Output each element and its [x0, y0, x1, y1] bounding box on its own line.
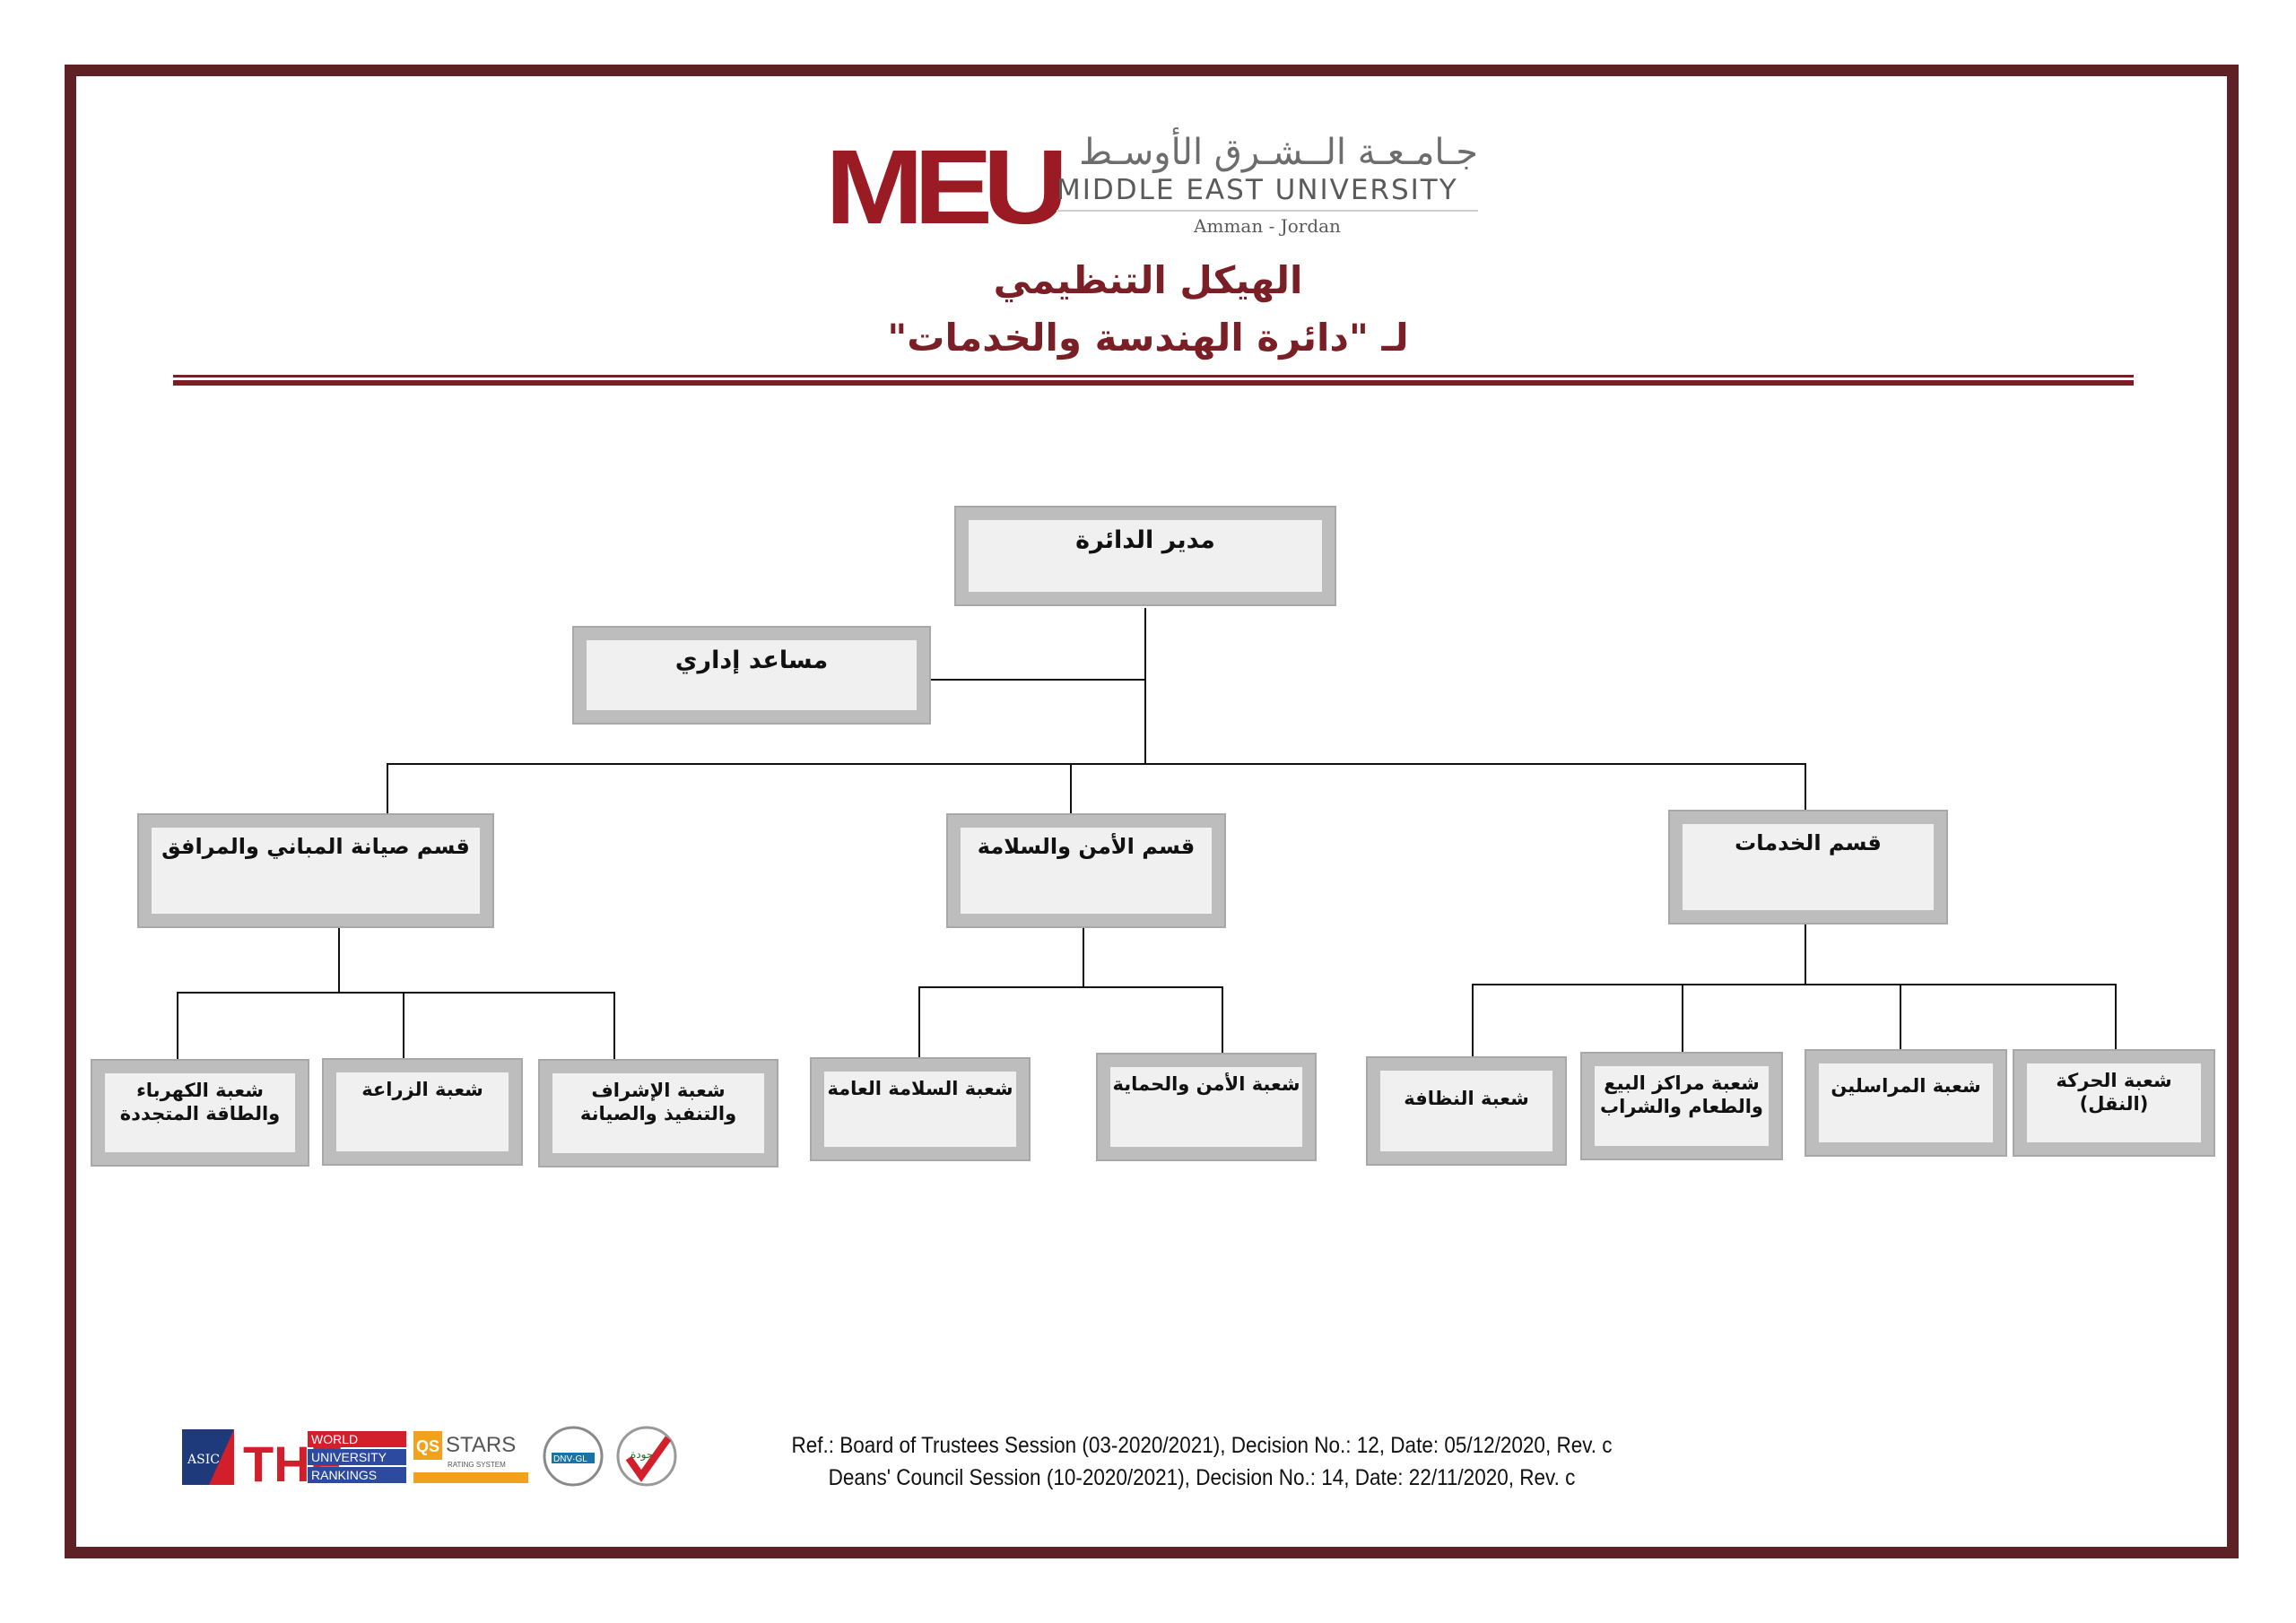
connector-line — [1083, 927, 1084, 987]
connector-line — [613, 992, 615, 1060]
node-director: مدير الدائرة — [954, 506, 1336, 606]
node-section-sales-food: شعبة مراكز البيع والطعام والشراب — [1580, 1052, 1783, 1160]
node-dept-security: قسم الأمن والسلامة — [946, 813, 1226, 928]
svg-text:جودة: جودة — [631, 1448, 653, 1462]
connector-line — [177, 992, 615, 994]
node-label: شعبة الإشراف والتنفيذ والصيانة — [579, 1080, 737, 1125]
page-subtitle: لـ "دائرة الهندسة والخدمات" — [887, 316, 1409, 360]
connector-line — [929, 679, 1146, 681]
node-section-couriers: شعبة المراسلين — [1805, 1049, 2007, 1157]
node-label: شعبة الأمن والحماية — [1112, 1073, 1300, 1095]
node-label: شعبة الحركة (النقل) — [2056, 1070, 2172, 1115]
svg-text:UNIVERSITY: UNIVERSITY — [311, 1450, 387, 1464]
asic-logo: ASIC — [182, 1429, 234, 1485]
connector-line — [1805, 763, 1806, 810]
footer-ref-trustees: Ref.: Board of Trustees Session (03-2020… — [791, 1433, 1613, 1458]
node-dept-maintenance: قسم صيانة المباني والمرافق — [137, 813, 494, 928]
node-label: شعبة الكهرباء والطاقة المتجددة — [119, 1080, 281, 1125]
svg-text:ASIC: ASIC — [187, 1453, 220, 1467]
connector-line — [918, 986, 920, 1058]
connector-line — [1805, 923, 1806, 985]
svg-text:QS: QS — [416, 1437, 439, 1455]
the-rankings-logo: THE WORLD UNIVERSITY RANKINGS — [243, 1431, 406, 1490]
svg-text:DNV·GL: DNV·GL — [553, 1454, 587, 1464]
svg-text:WORLD: WORLD — [311, 1432, 358, 1446]
node-section-security-protection: شعبة الأمن والحماية — [1096, 1053, 1317, 1161]
title-divider-thin — [173, 375, 2134, 378]
university-location: Amman - Jordan — [1194, 215, 1341, 237]
connector-line — [387, 763, 1806, 765]
node-label: مساعد إداري — [674, 647, 829, 674]
svg-text:STARS: STARS — [446, 1433, 516, 1457]
node-section-transport: شعبة الحركة (النقل) — [2013, 1049, 2215, 1157]
node-label: شعبة الزراعة — [361, 1079, 483, 1100]
university-name-english: MIDDLE EAST UNIVERSITY — [1057, 174, 1458, 206]
connector-line — [918, 986, 1223, 988]
university-name-arabic: جـامـعـة الــشـرق الأوسـط — [1079, 132, 1478, 173]
meu-logo-mark: MEU — [825, 128, 1068, 247]
connector-line — [1472, 984, 2117, 985]
node-label: مدير الدائرة — [1075, 526, 1215, 554]
node-section-agriculture: شعبة الزراعة — [322, 1058, 523, 1166]
node-section-supervision: شعبة الإشراف والتنفيذ والصيانة — [538, 1059, 778, 1167]
svg-text:RANKINGS: RANKINGS — [311, 1468, 377, 1482]
node-label: شعبة السلامة العامة — [827, 1078, 1013, 1099]
page-title: الهيكل التنظيمي — [993, 258, 1303, 302]
connector-line — [1144, 608, 1146, 764]
accreditation-badges: ASIC THE WORLD UNIVERSITY RANKINGS QS ST… — [182, 1426, 677, 1490]
logo-divider — [1057, 210, 1478, 212]
node-label: قسم الخدمات — [1735, 830, 1882, 855]
node-admin-assistant: مساعد إداري — [572, 626, 931, 725]
title-divider-thick — [173, 380, 2134, 386]
connector-line — [387, 763, 388, 813]
connector-line — [1222, 986, 1223, 1055]
svg-text:RATING SYSTEM: RATING SYSTEM — [448, 1461, 506, 1469]
page-frame — [65, 65, 2239, 1558]
node-section-public-safety: شعبة السلامة العامة — [810, 1057, 1031, 1161]
node-section-cleaning: شعبة النظافة — [1366, 1056, 1567, 1166]
node-section-electricity: شعبة الكهرباء والطاقة المتجددة — [91, 1059, 309, 1167]
connector-line — [1070, 763, 1072, 813]
node-label: قسم الأمن والسلامة — [977, 834, 1196, 859]
node-dept-services: قسم الخدمات — [1668, 810, 1948, 924]
qs-stars-logo: QS STARS RATING SYSTEM — [413, 1431, 528, 1483]
footer-ref-deans: Deans' Council Session (10-2020/2021), D… — [828, 1465, 1576, 1490]
jawda-logo: جودة — [616, 1426, 677, 1487]
connector-line — [403, 992, 404, 1060]
connector-line — [1472, 984, 1474, 1057]
node-label: شعبة المراسلين — [1831, 1075, 1981, 1097]
connector-line — [338, 927, 340, 993]
node-label: شعبة النظافة — [1404, 1088, 1529, 1109]
connector-line — [177, 992, 178, 1060]
node-label: شعبة مراكز البيع والطعام والشراب — [1600, 1072, 1763, 1118]
node-label: قسم صيانة المباني والمرافق — [161, 834, 470, 859]
connector-line — [1682, 984, 1683, 1054]
dnv-gl-logo: DNV·GL — [543, 1426, 604, 1487]
connector-line — [1900, 984, 1901, 1051]
connector-line — [2115, 984, 2117, 1051]
